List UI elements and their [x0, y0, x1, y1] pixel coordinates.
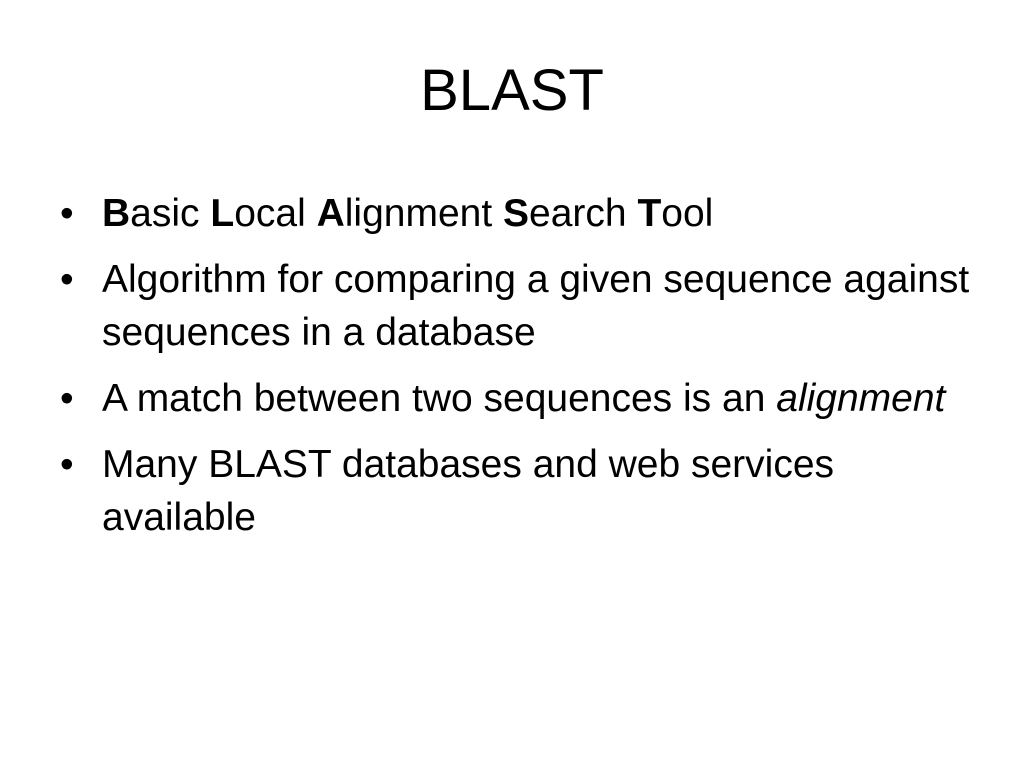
- acronym-rest: asic: [130, 192, 211, 235]
- acronym-rest: ool: [661, 192, 714, 235]
- bullet-acronym: • Basic Local Alignment Search Tool: [60, 187, 980, 240]
- bullet-text: Many BLAST databases and web services av…: [102, 443, 835, 539]
- acronym-letter: T: [637, 192, 662, 235]
- bullet-dot-icon: •: [60, 258, 74, 301]
- acronym-letter: B: [102, 192, 131, 235]
- acronym-word-tool: Tool: [637, 192, 713, 235]
- acronym-letter: L: [210, 192, 235, 235]
- bullet-dot-icon: •: [60, 192, 74, 235]
- acronym-word-basic: Basic: [102, 192, 210, 235]
- acronym-word-search: Search: [503, 192, 637, 235]
- acronym-word-local: Local: [210, 192, 316, 235]
- acronym-letter: A: [316, 192, 345, 235]
- acronym-rest: earch: [529, 192, 638, 235]
- bullet-dot-icon: •: [60, 377, 74, 420]
- bullet-algorithm: • Algorithm for comparing a given sequen…: [60, 253, 980, 359]
- bullet-italic-term: alignment: [776, 377, 946, 420]
- acronym-letter: S: [503, 192, 530, 235]
- bullet-text: Algorithm for comparing a given sequence…: [102, 258, 970, 354]
- acronym-rest: ocal: [234, 192, 317, 235]
- bullet-list: • Basic Local Alignment Search Tool • Al…: [60, 187, 980, 557]
- bullet-dot-icon: •: [60, 443, 74, 486]
- bullet-databases: • Many BLAST databases and web services …: [60, 438, 980, 544]
- slide-title: BLAST: [420, 58, 604, 123]
- acronym-rest: lignment: [344, 192, 504, 235]
- acronym-word-alignment: Alignment: [317, 192, 503, 235]
- bullet-match: • A match between two sequences is an al…: [60, 372, 980, 425]
- bullet-text: A match between two sequences is an: [102, 377, 777, 420]
